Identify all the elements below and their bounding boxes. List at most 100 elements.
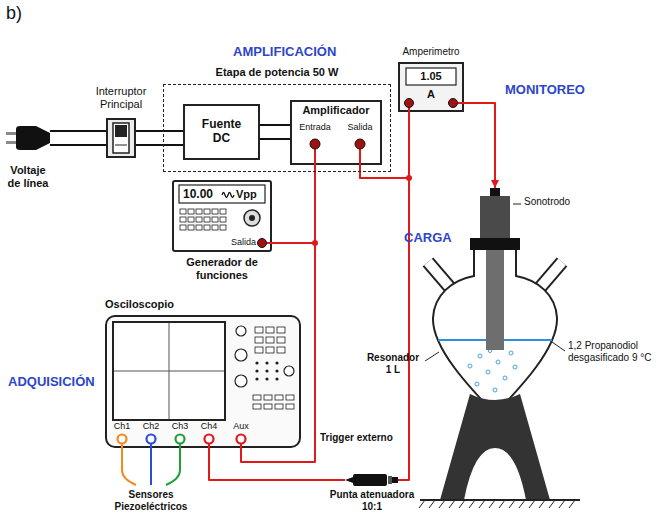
unit-label: Vpp	[236, 188, 257, 201]
channel-label: Ch2	[139, 421, 163, 432]
flask-stand	[440, 394, 550, 500]
wire-stub	[359, 149, 361, 165]
wire-path	[464, 103, 495, 188]
transducer-connector	[490, 188, 500, 197]
switch-mark	[115, 145, 127, 146]
panel-button	[220, 217, 226, 222]
input-connector	[237, 435, 246, 444]
switch-lever	[115, 125, 127, 137]
cable-outline	[50, 130, 106, 146]
panel-button	[253, 395, 261, 400]
terminal	[355, 139, 365, 149]
bubble	[503, 376, 507, 380]
bubble	[468, 364, 472, 368]
bubble	[486, 370, 490, 374]
flask-arm	[538, 262, 562, 290]
device-graphic	[6, 126, 50, 150]
attenuator-probe: Punta atenuadora 10:1	[345, 474, 398, 486]
terminal	[258, 239, 267, 248]
panel-button	[196, 209, 202, 214]
group-label: Etapa de potencia 50 W	[163, 66, 391, 79]
amplifier-box: AmplificadorEntradaSalida	[290, 100, 382, 165]
panel-button	[277, 327, 285, 333]
panel-button	[204, 217, 210, 222]
input-connector	[147, 435, 156, 444]
wire-stub	[267, 242, 273, 244]
ammeter: Amperimetro1.05A	[398, 62, 464, 112]
panel-button	[188, 209, 194, 214]
panel-button	[196, 217, 202, 222]
control-knob	[235, 375, 247, 387]
cable-inside	[260, 126, 290, 138]
control-knob	[235, 349, 247, 361]
panel-dot	[255, 369, 258, 372]
flask-arm	[428, 262, 452, 290]
panel-button	[212, 225, 218, 230]
switch-rocker	[113, 123, 129, 153]
input-connector	[118, 435, 127, 444]
flask-arm-inside	[538, 262, 562, 290]
horn-tip	[486, 250, 504, 350]
bubble	[478, 354, 482, 358]
wire-path	[209, 448, 345, 480]
arrowhead	[491, 180, 499, 188]
probe-tip	[345, 477, 353, 483]
power-stage-group: Etapa de potencia 50 WFuente DCAmplifica…	[163, 84, 391, 172]
bubble	[513, 365, 517, 369]
panel-button	[212, 217, 218, 222]
sensor-wire	[150, 448, 152, 485]
signal-wire	[209, 448, 345, 480]
panel-button	[220, 209, 226, 214]
panel-button	[255, 327, 263, 333]
panel-dot	[275, 377, 278, 380]
oscilloscope: OsciloscopioCh1Ch2Ch3Ch4Aux	[105, 315, 301, 448]
leader-line	[425, 352, 439, 361]
meter-display	[406, 68, 456, 85]
bubble	[475, 382, 479, 386]
display-value: 1.05	[406, 70, 456, 83]
device-label: Interruptor Principal	[81, 85, 161, 111]
sine-symbol	[222, 193, 234, 198]
channel-label: Ch1	[110, 421, 134, 432]
device-graphic	[398, 62, 464, 112]
panel-button	[180, 217, 186, 222]
cable-inside	[136, 132, 183, 144]
panel-dot	[275, 369, 278, 372]
panel-button	[180, 225, 186, 230]
panel-button	[266, 327, 274, 333]
device-graphic	[478, 188, 512, 350]
cable-inside	[50, 132, 106, 144]
channel-label: Ch3	[168, 421, 192, 432]
wire-stub	[408, 108, 410, 113]
flask-arm-inside	[428, 262, 452, 290]
terminal	[405, 99, 414, 108]
terminal	[449, 99, 458, 108]
bubble	[496, 360, 500, 364]
section-heading: CARGA	[404, 230, 452, 246]
panel-dot	[255, 361, 258, 364]
control-knob	[244, 210, 260, 226]
panel-button	[264, 395, 272, 400]
terminal	[310, 139, 320, 149]
bubble	[493, 388, 497, 392]
clamp-ring	[470, 238, 520, 250]
part-label: 1,2 Propanodiol desgasificado 9 °C	[568, 340, 652, 364]
terminal-label: Salida	[340, 122, 380, 133]
bubble	[509, 351, 513, 355]
section-heading: MONITOREO	[505, 82, 585, 98]
power-cable	[260, 132, 290, 133]
panel-dot	[275, 361, 278, 364]
sensor-wire	[122, 448, 136, 485]
panel-button	[275, 395, 283, 400]
edge-label: Trigger externo	[320, 432, 393, 444]
panel-button	[220, 225, 226, 230]
part-label: Sensores Piezoeléctricos	[101, 489, 201, 513]
panel-button	[180, 209, 186, 214]
device-label: Fuente DC	[197, 117, 247, 146]
part-label: Resonador 1 L	[364, 352, 422, 376]
panel-button	[255, 347, 263, 353]
leader-line	[552, 342, 565, 351]
signal-wire	[464, 103, 499, 188]
control-knob	[284, 366, 294, 376]
terminal-label: Entrada	[294, 122, 336, 133]
